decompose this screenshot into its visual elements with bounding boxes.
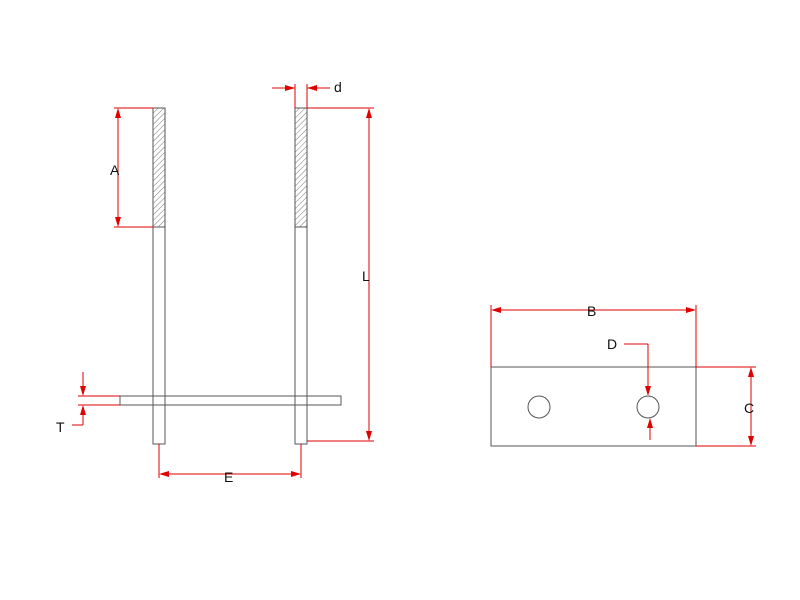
label-b: B bbox=[587, 303, 596, 319]
left-rod-thread bbox=[152, 107, 166, 228]
dimension-c: C bbox=[696, 366, 756, 447]
base-plate-side bbox=[119, 395, 342, 406]
label-d: d bbox=[334, 79, 342, 95]
label-c: C bbox=[744, 400, 754, 416]
dimension-d-hole: D bbox=[607, 336, 653, 440]
dimension-l: L bbox=[307, 107, 374, 442]
front-view bbox=[119, 107, 342, 445]
right-rod-thread bbox=[294, 107, 308, 228]
dimension-b: B bbox=[490, 303, 697, 367]
dimension-e: E bbox=[158, 444, 302, 485]
dimension-t: T bbox=[56, 372, 120, 435]
plate-view bbox=[490, 366, 697, 447]
label-l: L bbox=[362, 268, 370, 284]
label-e: E bbox=[224, 469, 233, 485]
dimension-d: d bbox=[272, 79, 342, 108]
base-plate-top bbox=[490, 366, 697, 447]
left-hole bbox=[527, 395, 551, 419]
dimension-a: A bbox=[110, 107, 153, 228]
label-d-hole: D bbox=[607, 336, 617, 352]
label-a: A bbox=[110, 162, 120, 178]
label-t: T bbox=[56, 419, 65, 435]
